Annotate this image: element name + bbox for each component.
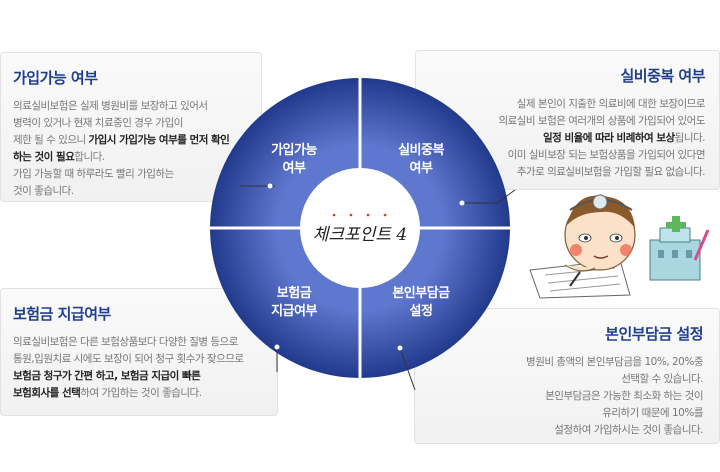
connector-dot [397, 345, 403, 351]
body-emphasis: 보험회사를 선택 [13, 387, 81, 399]
connector-dot [459, 200, 465, 206]
card-body: 의료실비보험은 다른 보험상품보다 다양한 질병 등으로 통원,입원치료 시에도… [13, 334, 265, 402]
wheel-label-duplicate: 실비중복 여부 [398, 143, 444, 176]
wheel-label-eligibility: 가입가능 여부 [271, 143, 317, 176]
body-line: 합니다. [74, 151, 105, 163]
body-line: 통원,입원치료 시에도 보장이 되어 청구 횟수가 잦으므로 [13, 353, 244, 365]
doctor-illustration [529, 194, 710, 299]
body-line: 유리하기 때문에 10%를 [602, 407, 703, 419]
connector-line [462, 189, 516, 204]
doctor-face-icon [564, 194, 636, 271]
body-line: 설정하여 가입하시는 것이 좋습니다. [554, 424, 703, 436]
body-line: 병원비 총액의 본인부담금을 10%, 20%중 [526, 356, 703, 368]
wheel-center [300, 168, 420, 288]
center-accent-dots [332, 213, 387, 217]
connector-dot [267, 183, 273, 189]
card-body: 실제 본인이 지출한 의료비에 대한 보장이므로 의료실비 보험은 여러개의 상… [430, 96, 705, 181]
body-line: 본인부담금은 가능한 최소화 하는 것이 [545, 390, 703, 402]
card-title: 보험금 지급여부 [13, 305, 111, 323]
hand-icon [564, 264, 596, 287]
connector-line [399, 347, 416, 391]
card-title: 가입가능 여부 [13, 69, 98, 87]
body-line: 선택할 수 있습니다. [621, 373, 703, 385]
connector-dot [274, 344, 280, 350]
body-line: 의료실비보험은 실제 병원비를 보장하고 있어서 [13, 100, 208, 112]
body-line: 것이 좋습니다. [13, 185, 74, 197]
body-line: 의료실비 보험은 여러개의 상품에 가입되어 있어도 [498, 115, 705, 127]
center-title: 체크포인트 4 [312, 225, 408, 245]
body-emphasis: 하는 것이 필요 [13, 151, 75, 163]
body-line: 하여 가입하는 것이 좋습니다. [80, 387, 202, 399]
card-join-eligibility: 가입가능 여부 의료실비보험은 실제 병원비를 보장하고 있어서 병력이 있거나… [0, 52, 262, 202]
body-line: 가입 가능할 때 하루라도 빨리 가입하는 [13, 168, 174, 180]
body-line: 추가로 의료실비보험을 가입할 필요 없습니다. [516, 166, 706, 178]
card-body: 병원비 총액의 본인부담금을 10%, 20%중 선택할 수 있습니다. 본인부… [431, 354, 703, 439]
pen-icon [693, 229, 710, 261]
body-line: 제한 될 수 있으니 [13, 134, 89, 146]
body-line: 의료실비보험은 다른 보험상품보다 다양한 질병 등으로 [13, 336, 238, 348]
wheel-label-claim: 보험금 지급여부 [271, 286, 317, 319]
body-line: 됩니다. [674, 132, 706, 144]
body-emphasis: 일정 비율에 따라 비례하여 보상 [542, 132, 675, 144]
body-line: 실제 본인이 지출한 의료비에 대한 보장이므로 [516, 98, 706, 110]
hospital-icon [649, 216, 701, 281]
card-title: 본인부담금 설정 [605, 325, 703, 343]
card-body: 의료실비보험은 실제 병원비를 보장하고 있어서 병력이 있거나 현재 치료중인… [13, 98, 249, 200]
card-deductible-setting: 본인부담금 설정 병원비 총액의 본인부담금을 10%, 20%중 선택할 수 … [414, 308, 720, 444]
body-emphasis: 보험금 청구가 간편 하고, 보험금 지급이 빠른 [13, 370, 201, 382]
body-line: 병력이 있거나 현재 치료중인 경우 가입이 [13, 117, 183, 129]
body-line: 이미 실비보장 되는 보험상품을 가입되어 있다면 [507, 149, 706, 161]
wheel-label-deductible: 본인부담금 설정 [392, 286, 450, 319]
card-title: 실비중복 여부 [620, 67, 705, 85]
body-emphasis: 가입시 가입가능 여부를 먼저 확인 [88, 134, 230, 146]
